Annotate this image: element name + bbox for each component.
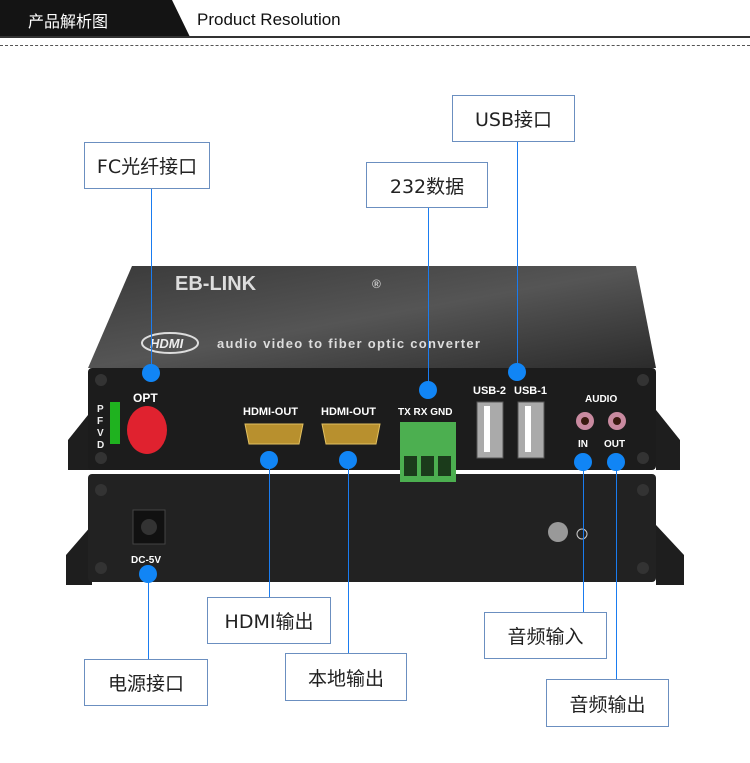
usb2-label: USB-2 (473, 385, 506, 397)
audio-out-dot (607, 453, 625, 471)
hdmi-logo: HDMI (150, 336, 184, 351)
audio-out-label: OUT (604, 439, 625, 450)
hdmi-out-1-label: HDMI-OUT (243, 406, 298, 418)
power-dot (139, 565, 157, 583)
usb-dot (508, 363, 526, 381)
hdmi-port-1 (244, 423, 304, 445)
callout-power: 电源接口 (84, 659, 208, 706)
ground-screw (548, 522, 568, 542)
fiber-port-cap (127, 406, 167, 454)
ground-symbol-icon (576, 528, 588, 540)
hdmi-out-dot (260, 451, 278, 469)
hdmi-port-2 (321, 423, 381, 445)
brand-logo: EB-LINK (175, 273, 257, 295)
header-tab (0, 0, 190, 37)
callout-audio-in: 音频输入 (484, 612, 607, 659)
device-tagline: audio video to fiber optic converter (217, 336, 481, 351)
hdmi-logo-swoosh (141, 332, 199, 354)
header-divider (0, 36, 750, 38)
callout-audio-out: 音频输出 (546, 679, 669, 727)
status-leds (110, 402, 120, 444)
header-title-en: Product Resolution (197, 10, 341, 29)
callout-local-out: 本地输出 (285, 653, 407, 701)
callout-hdmi-out: HDMI输出 (207, 597, 331, 644)
callout-rs232: 232数据 (366, 162, 488, 208)
svg-text:F: F (97, 416, 103, 427)
svg-text:V: V (97, 428, 104, 439)
mount-ear-right-lower (656, 525, 684, 585)
power-label: DC-5V (131, 555, 161, 566)
mount-ear-left-lower (66, 525, 92, 585)
audio-label: AUDIO (585, 394, 617, 405)
mount-ear-right-upper (656, 410, 680, 470)
local-out-dot (339, 451, 357, 469)
registered-mark: ® (372, 277, 381, 291)
lower-unit-panel (88, 474, 656, 582)
callout-fiber: FC光纤接口 (84, 142, 210, 189)
audio-in-dot (574, 453, 592, 471)
led-labels: P F V D (97, 404, 104, 451)
fiber-dot (142, 364, 160, 382)
front-panel (88, 368, 656, 470)
device-lid (88, 266, 656, 368)
rs232-dot (419, 381, 437, 399)
callout-usb: USB接口 (452, 95, 575, 142)
hdmi-out-2-label: HDMI-OUT (321, 406, 376, 418)
svg-text:P: P (97, 404, 104, 415)
usb1-label: USB-1 (514, 385, 547, 397)
svg-text:D: D (97, 440, 104, 451)
mount-ear-left-upper (68, 410, 92, 470)
audio-in-label: IN (578, 439, 588, 450)
header-dashed-divider (0, 45, 750, 46)
opt-label: OPT (133, 391, 158, 405)
header-title-cn: 产品解析图 (28, 12, 109, 31)
serial-label: TX RX GND (398, 407, 452, 418)
